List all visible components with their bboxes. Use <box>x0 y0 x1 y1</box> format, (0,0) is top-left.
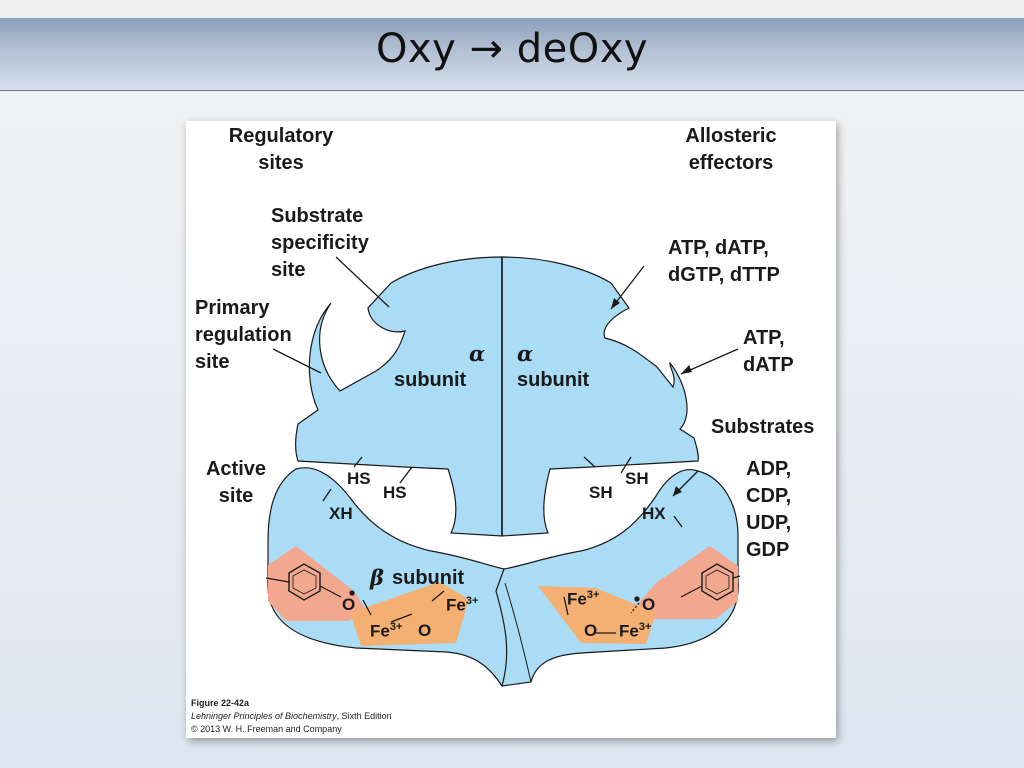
copyright-line: © 2013 W. H. Freeman and Company <box>191 724 342 734</box>
hx-group: HX <box>642 504 666 523</box>
bridging-oxygen-left: O <box>418 621 432 640</box>
allosteric-effectors-label: Allosteric effectors <box>685 125 777 174</box>
top-strip <box>0 0 1024 18</box>
regulatory-sites-label: Regulatory sites <box>228 125 334 174</box>
fe-left-top: Fe3+ <box>446 595 479 615</box>
bridging-oxygen-right: O <box>584 621 598 640</box>
fe-right-bottom: Fe3+ <box>619 621 652 641</box>
effector-atp-datp-label: ATP, dATP <box>743 327 794 376</box>
sh-group-1: SH <box>589 483 613 502</box>
primary-regulation-site-label: Primary regulation site <box>195 297 292 373</box>
alpha-left-symbol: α <box>469 341 486 366</box>
hs-group-2: HS <box>383 483 407 502</box>
substrate-specificity-site-label: Substrate specificity site <box>271 205 369 281</box>
substrates-label: Substrates <box>711 416 815 438</box>
diiron-center-right <box>538 586 656 644</box>
title-bar <box>0 18 1024 91</box>
xh-group: XH <box>329 504 353 523</box>
figure-number: Figure 22-42a <box>191 698 250 708</box>
alpha-subunit-shapes <box>295 256 699 537</box>
effector-atp-datp-dgtp-dttp-label: ATP, dATP, dGTP, dTTP <box>668 237 780 286</box>
alpha-right-symbol: α <box>517 341 534 366</box>
sh-group-2: SH <box>625 469 649 488</box>
tyrosine-radical-left <box>265 546 368 621</box>
hs-group-1: HS <box>347 469 371 488</box>
diagram-svg <box>265 256 741 687</box>
arrowheads <box>611 298 692 496</box>
ribonucleotide-reductase-figure: Regulatory sites Allosteric effectors Su… <box>186 121 836 738</box>
tyrosyl-oxygen-left: O <box>342 595 356 614</box>
beta-symbol: β <box>370 565 384 590</box>
fe-left-bottom: Fe3+ <box>370 621 403 641</box>
beta-subunit-label: subunit <box>392 567 465 589</box>
alpha-left-subunit-label: subunit <box>394 369 467 391</box>
book-citation: Lehninger Principles of Biochemistry, Si… <box>191 711 392 721</box>
diiron-center-left <box>350 582 469 646</box>
substrate-list-label: ADP, CDP, UDP, GDP <box>746 458 792 561</box>
fe-right-top: Fe3+ <box>567 589 600 609</box>
slide-title: Oxy → deOxy <box>375 26 649 72</box>
tyrosyl-oxygen-right: O <box>642 595 656 614</box>
active-site-label: Active site <box>205 458 267 507</box>
tyrosine-radical-right <box>632 546 741 619</box>
alpha-right-subunit-label: subunit <box>517 369 590 391</box>
